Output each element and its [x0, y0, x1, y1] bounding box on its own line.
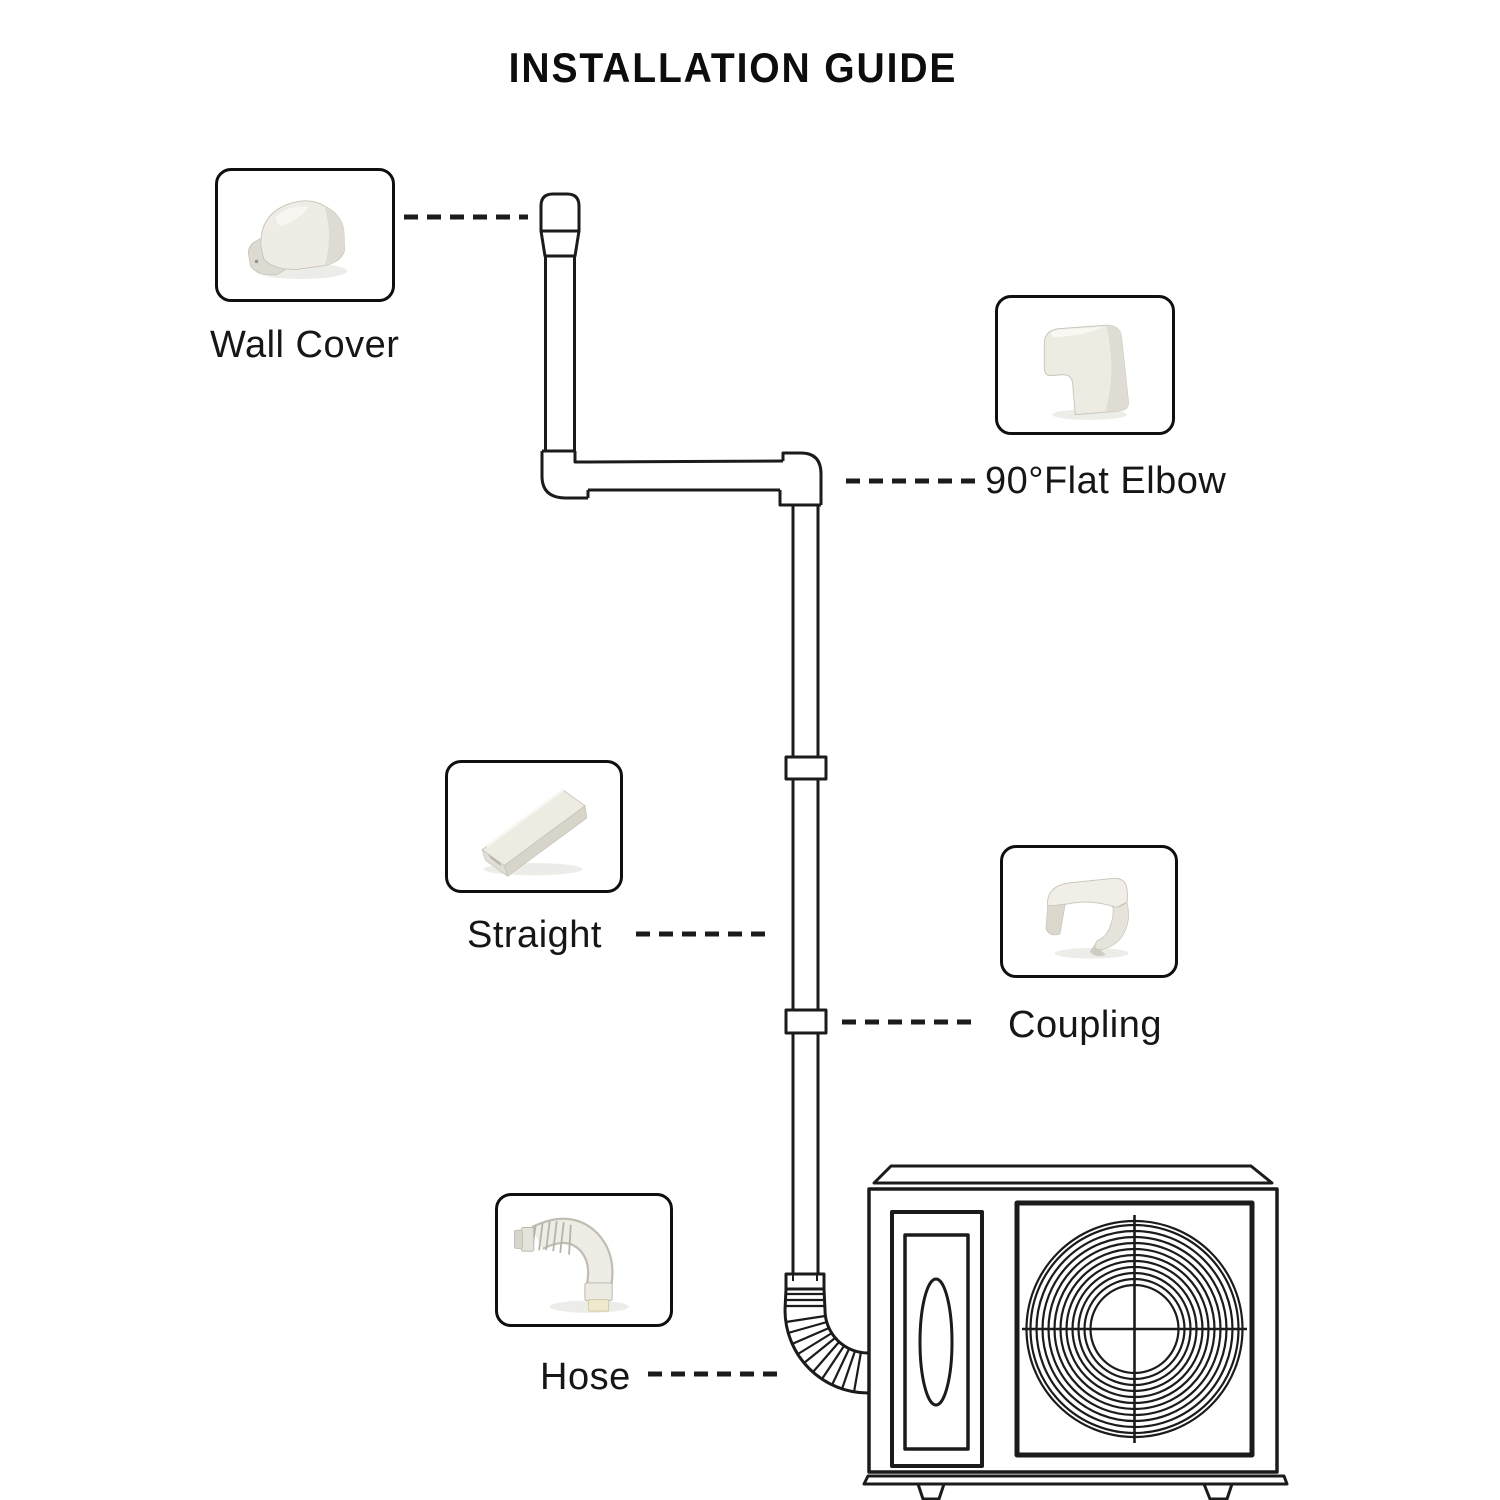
wall-cover-image	[248, 200, 348, 280]
fan-grille-frame	[1014, 1200, 1255, 1458]
wall-cover-box	[215, 168, 395, 302]
coupling-box	[1000, 845, 1178, 978]
unit-base	[862, 1474, 1289, 1486]
unit-foot-left	[916, 1482, 946, 1500]
wall-cover-cap	[539, 192, 581, 233]
coupling-ring-upper	[784, 755, 828, 781]
flat-elbow-box	[995, 295, 1175, 435]
flex-hose-drawing	[783, 1288, 869, 1395]
hose-collar	[784, 1272, 826, 1291]
coupling-image	[1045, 877, 1129, 959]
straight-label: Straight	[467, 914, 602, 956]
unit-top-face	[872, 1164, 1274, 1185]
unit-foot-right	[1202, 1482, 1234, 1500]
hose-image	[514, 1217, 629, 1313]
duct-line-drawing	[539, 192, 869, 1395]
flat-elbow-label: 90°Flat Elbow	[985, 460, 1227, 502]
wall-cover-label: Wall Cover	[210, 324, 400, 366]
coupling-label: Coupling	[1008, 1004, 1162, 1046]
straight-image	[481, 788, 588, 878]
outdoor-unit-drawing	[862, 1164, 1289, 1500]
coupling-ring-lower	[784, 1008, 828, 1035]
straight-box	[445, 760, 623, 893]
flat-elbow-image	[1043, 324, 1129, 420]
connector-dashes	[404, 214, 978, 1377]
unit-side-panel	[890, 1210, 984, 1468]
panel-louver	[918, 1277, 954, 1407]
page-title: INSTALLATION GUIDE	[508, 44, 958, 91]
hose-box	[495, 1193, 673, 1327]
hose-label: Hose	[540, 1356, 631, 1398]
